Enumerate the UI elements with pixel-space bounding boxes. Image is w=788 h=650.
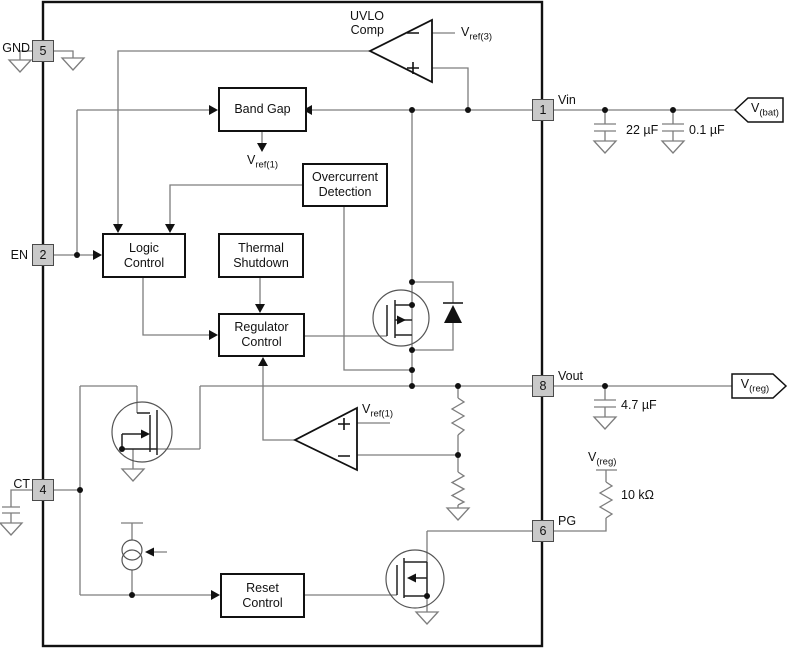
junction-dots: [74, 107, 676, 599]
pin-box-vin: 1: [532, 99, 554, 121]
pass-mosfet-icon: [372, 289, 430, 347]
pin-label-vout: Vout: [558, 369, 584, 383]
ground-icons: [0, 57, 686, 625]
arrowheads: [93, 105, 416, 600]
error-amp-icon: [292, 406, 358, 472]
body-diode-icon: [443, 302, 463, 323]
uvlo-comp-label: UVLO Comp: [349, 9, 384, 38]
pin-label-en: EN: [10, 248, 28, 262]
feedback-resistor-bottom-icon: [450, 471, 466, 506]
pin-box-en: 2: [32, 244, 54, 266]
vbat-flag-label: V(bat): [751, 101, 779, 119]
comparator-signs: [338, 32, 419, 457]
pin-box-vout: 8: [532, 375, 554, 397]
block-logic-control: Logic Control: [102, 233, 186, 278]
uvlo-comparator-icon: [367, 18, 433, 84]
block-reset-control: Reset Control: [220, 573, 305, 618]
vreg-flag: [731, 373, 788, 399]
discharge-mosfet-icon: [111, 401, 173, 463]
vreg-flag-label: V(reg): [740, 377, 770, 395]
pin-box-ct: 4: [32, 479, 54, 501]
pin-box-pg: 6: [532, 520, 554, 542]
pullup-resistor-icon: [598, 481, 614, 519]
block-thermal-shutdown: Thermal Shutdown: [218, 233, 304, 278]
pin-label-gnd: GND: [2, 41, 30, 55]
block-band-gap: Band Gap: [218, 87, 307, 132]
cap-01uf-label: 0.1 µF: [689, 123, 725, 137]
cap-01uf-icon: [662, 110, 684, 141]
pin-box-gnd: 5: [32, 40, 54, 62]
transistor-internals: [121, 300, 428, 598]
pullup-resistor-label: 10 kΩ: [621, 488, 654, 502]
transistor-circles: [111, 289, 445, 609]
vreg-pullup-label: V(reg): [588, 450, 617, 468]
pin-label-vin: Vin: [558, 93, 576, 107]
pin-label-pg: PG: [558, 514, 577, 528]
cap-22uf-icon: [594, 110, 616, 141]
io-flags: [731, 97, 788, 399]
vref1-error-amp-label: Vref(1): [362, 402, 394, 420]
vref1-bandgap-label: Vref(1): [247, 153, 279, 171]
block-regulator-control: Regulator Control: [218, 313, 305, 357]
pin-label-ct: CT: [13, 477, 30, 491]
feedback-resistor-top-icon: [450, 397, 466, 436]
cap-47uf-label: 4.7 µF: [621, 398, 657, 412]
pg-mosfet-icon: [385, 549, 445, 609]
chip-outline: [41, 0, 544, 648]
block-overcurrent-detection: Overcurrent Detection: [302, 163, 388, 207]
vbat-flag: [733, 97, 784, 123]
cap-22uf-label: 22 µF: [626, 123, 659, 137]
current-source-icon: [121, 539, 143, 561]
wires: [2, 32, 735, 612]
vref3-label: Vref(3): [461, 25, 493, 43]
cap-47uf-icon: [594, 386, 616, 417]
